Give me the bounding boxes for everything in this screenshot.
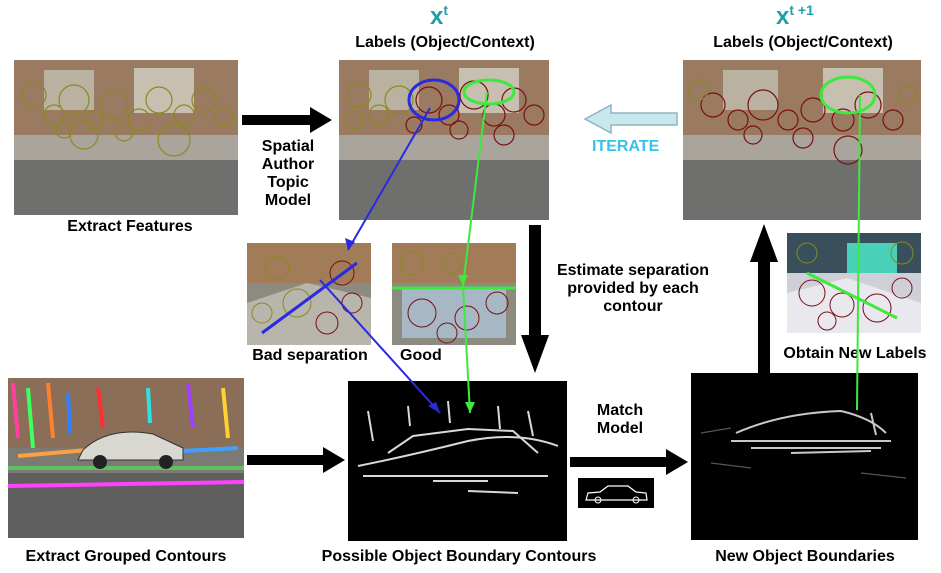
match-model-line-2: Model [596, 420, 644, 437]
arrow-right-match-model [570, 447, 690, 477]
match-model-label: Match Model [585, 402, 655, 438]
labels-t1-title: Labels (Object/Context) [713, 34, 893, 51]
obtain-new-labels-label: Obtain New Labels [783, 345, 927, 362]
extract-grouped-contours-label: Extract Grouped Contours [25, 548, 227, 565]
spatial-model-line-4: Model [264, 192, 312, 209]
variable-x-t1: xt +1 [776, 2, 814, 31]
spatial-model-line-2: Author [261, 156, 315, 173]
estimate-line-1: Estimate separation [556, 262, 710, 279]
spatial-model-label: Spatial Author Topic Model [248, 138, 328, 210]
estimate-line-2: provided by each [567, 280, 699, 297]
arrow-down-estimate [519, 225, 551, 375]
iterate-label: ITERATE [592, 138, 660, 155]
arrow-right-contours-to-boundaries [247, 445, 347, 475]
possible-boundaries-label: Possible Object Boundary Contours [321, 548, 597, 565]
labels-t-title: Labels (Object/Context) [355, 34, 535, 51]
labels-t-image [339, 60, 549, 220]
spatial-model-line-3: Topic [267, 174, 309, 191]
arrow-right-features-to-labels [242, 105, 334, 135]
extract-features-image [14, 60, 238, 215]
possible-boundary-contours-image [348, 381, 567, 541]
obtain-new-labels-image [787, 233, 921, 333]
extract-features-label: Extract Features [67, 218, 193, 235]
extract-grouped-contours-image [8, 378, 244, 538]
car-model-icon [578, 478, 654, 508]
estimate-line-3: contour [603, 298, 663, 315]
arrow-iterate [583, 103, 679, 135]
variable-x-t1-base: x [776, 3, 790, 30]
new-boundaries-label: New Object Boundaries [715, 548, 895, 565]
labels-t1-image [683, 60, 921, 220]
new-object-boundaries-image [691, 373, 918, 540]
good-image [392, 243, 516, 345]
arrow-up-new-labels [748, 222, 780, 374]
variable-x-t-sup: t [443, 2, 449, 18]
estimate-separation-label: Estimate separation provided by each con… [548, 262, 718, 316]
good-label: Good [400, 347, 442, 364]
variable-x-t-base: x [430, 3, 444, 30]
variable-x-t: xt [430, 2, 448, 31]
match-model-line-1: Match [596, 402, 644, 419]
bad-separation-image [247, 243, 371, 345]
spatial-model-line-1: Spatial [261, 138, 315, 155]
variable-x-t1-sup: t +1 [789, 2, 814, 18]
bad-separation-label: Bad separation [252, 347, 368, 364]
